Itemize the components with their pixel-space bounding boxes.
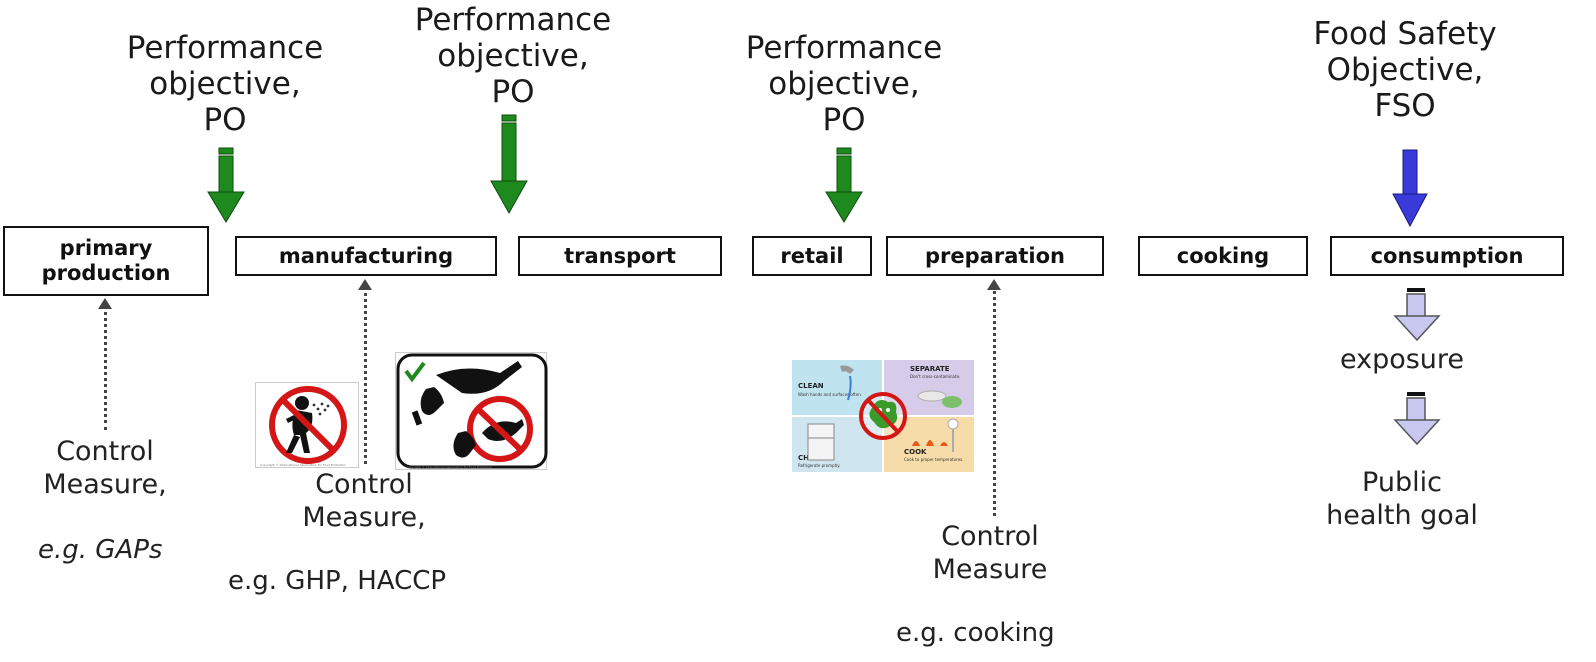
control-line-preparation xyxy=(993,286,996,516)
fightbac-separate-sub: Don't cross-contaminate. xyxy=(910,374,960,379)
stage-retail: retail xyxy=(752,236,872,276)
control-measure-ghp-example: e.g. GHP, HACCP xyxy=(228,566,447,596)
control-measure-ghp-label: Control Measure, xyxy=(302,469,426,533)
outcome-public-health-goal: Public health goal xyxy=(1326,467,1478,531)
fight-bac-poster-icon: CLEAN Wash hands and surfaces often. SEP… xyxy=(792,360,974,472)
no-sneezing-icon xyxy=(269,386,347,464)
fightbac-separate: SEPARATE xyxy=(910,365,950,373)
control-measure-cooking-label: Control Measure xyxy=(932,521,1048,585)
objective-po-3: Performance objective, PO xyxy=(745,30,943,138)
control-measure-gaps-example: e.g. GAPs xyxy=(38,535,163,565)
outcome-exposure: exposure xyxy=(1339,344,1465,375)
exposure-arrow-icon xyxy=(1393,288,1441,342)
control-arrowhead-primary-icon xyxy=(98,298,112,309)
stage-transport: transport xyxy=(518,236,722,276)
fightbac-cook-sub: Cook to proper temperatures. xyxy=(904,457,964,462)
po-arrow-3-icon xyxy=(825,147,863,223)
stage-preparation: preparation xyxy=(886,236,1104,276)
control-arrowhead-preparation-icon xyxy=(987,279,1001,290)
po-arrow-2-icon xyxy=(490,114,528,215)
stage-manufacturing: manufacturing xyxy=(235,236,497,276)
fightbac-clean: CLEAN xyxy=(798,382,824,390)
fightbac-chill-sub: Refrigerate promptly. xyxy=(798,463,840,468)
fso-arrow-icon xyxy=(1392,149,1428,228)
control-line-primary xyxy=(104,305,107,430)
control-measure-gaps-label: Control Measure, xyxy=(43,436,167,500)
no-bare-hands-icon xyxy=(396,353,548,469)
control-measure-cooking-example: e.g. cooking xyxy=(896,618,1055,648)
fightbac-cook: COOK xyxy=(904,448,927,456)
fight-bac-poster: CLEAN Wash hands and surfaces often. SEP… xyxy=(792,360,974,472)
objective-po-2: Performance objective, PO xyxy=(414,2,612,110)
copyright-caption-1: Copyright © International Association fo… xyxy=(260,463,347,467)
no-bare-hands-pictogram: Copyright © International Association fo… xyxy=(395,352,548,470)
copyright-caption-2: Copyright © International Association fo… xyxy=(406,465,493,469)
stage-consumption: consumption xyxy=(1330,236,1564,276)
no-sneezing-pictogram: Copyright © International Association fo… xyxy=(255,382,359,468)
objective-fso: Food Safety Objective, FSO xyxy=(1313,16,1497,124)
po-arrow-1-icon xyxy=(207,147,245,223)
control-arrowhead-manufacturing-icon xyxy=(358,279,372,290)
public-health-arrow-icon xyxy=(1393,392,1441,446)
stage-primary-production: primary production xyxy=(3,226,209,296)
fightbac-clean-sub: Wash hands and surfaces often. xyxy=(798,392,862,397)
control-line-manufacturing xyxy=(364,286,367,464)
objective-po-1: Performance objective, PO xyxy=(126,30,324,138)
stage-cooking: cooking xyxy=(1138,236,1308,276)
